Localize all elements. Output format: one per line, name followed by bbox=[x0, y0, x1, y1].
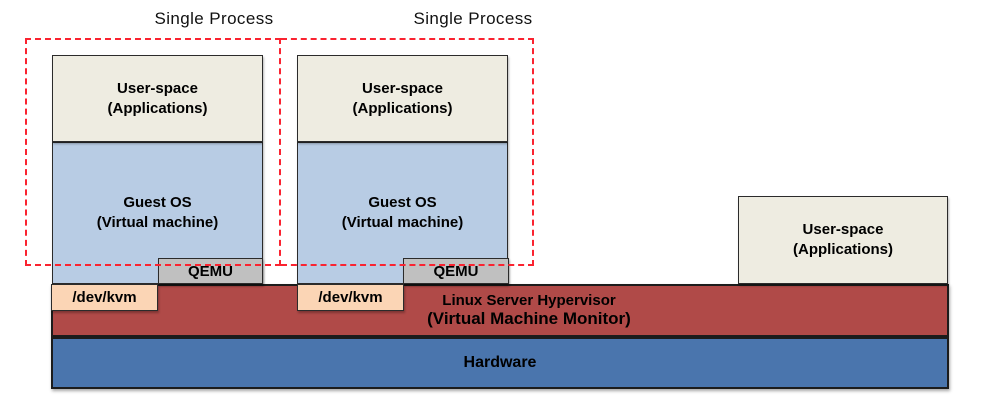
guest-os-box-2-line1: Guest OS bbox=[368, 194, 437, 211]
host-user-space-line2: (Applications) bbox=[793, 241, 893, 258]
user-space-box-2-line1: User-space bbox=[362, 79, 443, 97]
hardware-bar: Hardware bbox=[51, 337, 949, 389]
single-process-label-2: Single Process bbox=[413, 9, 533, 28]
qemu-box-2-label: QEMU bbox=[433, 262, 479, 280]
user-space-box-1-line1: User-space bbox=[117, 79, 198, 97]
qemu-box-1-label: QEMU bbox=[188, 262, 233, 280]
user-space-box-1: User-space (Applications) bbox=[52, 55, 263, 142]
host-user-space-line1: User-space bbox=[802, 221, 884, 238]
user-space-box-2-line2: (Applications) bbox=[352, 99, 453, 117]
guest-os-box-1-line2: (Virtual machine) bbox=[96, 214, 219, 231]
host-user-space-box: User-space (Applications) bbox=[738, 196, 948, 284]
hardware-bar-label: Hardware bbox=[463, 354, 537, 371]
guest-os-box-1: Guest OS (Virtual machine) bbox=[52, 142, 263, 284]
qemu-box-1: QEMU bbox=[158, 258, 263, 284]
guest-os-box-2-line2: (Virtual machine) bbox=[341, 214, 464, 231]
hypervisor-bar: Linux Server Hypervisor (Virtual Machine… bbox=[51, 284, 949, 337]
qemu-box-2: QEMU bbox=[403, 258, 509, 284]
dev-kvm-box-1: /dev/kvm bbox=[51, 284, 158, 311]
user-space-box-1-line2: (Applications) bbox=[107, 99, 208, 117]
dev-kvm-box-1-label: /dev/kvm bbox=[72, 289, 137, 306]
hypervisor-bar-line2: (Virtual Machine Monitor) bbox=[427, 309, 631, 328]
guest-os-box-1-line1: Guest OS bbox=[123, 194, 192, 211]
guest-os-box-2: Guest OS (Virtual machine) bbox=[297, 142, 508, 284]
dev-kvm-box-2-label: /dev/kvm bbox=[318, 289, 383, 306]
hypervisor-bar-line1: Linux Server Hypervisor bbox=[442, 292, 616, 309]
dev-kvm-box-2: /dev/kvm bbox=[297, 284, 404, 311]
single-process-label-1: Single Process bbox=[154, 9, 274, 28]
user-space-box-2: User-space (Applications) bbox=[297, 55, 508, 142]
